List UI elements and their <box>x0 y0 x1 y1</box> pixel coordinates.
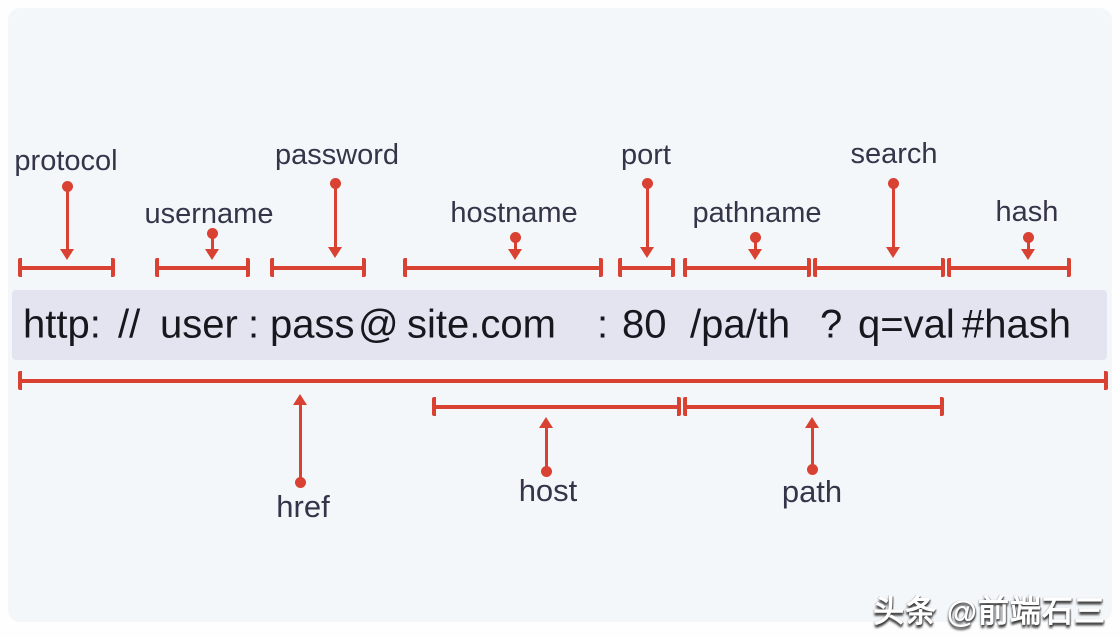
hash-bracket <box>947 258 1071 277</box>
url-question-separator: ? <box>820 302 843 347</box>
search-label: search <box>850 138 938 170</box>
url-hostname-segment: site.com <box>407 302 556 347</box>
url-bar: http: // user : pass @ site.com : 80 /pa… <box>12 290 1107 360</box>
hash-arrow-icon <box>1021 232 1035 260</box>
url-at-separator: @ <box>358 302 399 347</box>
username-arrow-icon <box>205 228 219 260</box>
path-label: path <box>781 474 843 509</box>
search-arrow-icon <box>886 178 900 258</box>
username-bracket <box>155 258 250 277</box>
watermark: 头条 @前端石三 <box>873 594 1106 629</box>
password-label: password <box>274 139 400 171</box>
url-password-segment: pass <box>270 302 355 347</box>
path-bracket <box>683 397 944 416</box>
pathname-label: pathname <box>692 197 822 229</box>
url-hash-segment: #hash <box>962 302 1071 347</box>
host-label: host <box>518 473 578 508</box>
port-bracket <box>618 258 675 277</box>
url-username-segment: user <box>160 302 238 347</box>
href-arrow-icon <box>293 394 307 488</box>
href-bracket <box>18 371 1108 390</box>
host-arrow-icon <box>539 417 553 477</box>
hostname-arrow-icon <box>508 232 522 260</box>
password-bracket <box>270 258 366 277</box>
host-bracket <box>432 397 681 416</box>
url-slashes-segment: // <box>118 302 141 347</box>
url-port-segment: 80 <box>622 302 667 347</box>
url-colon-separator-2: : <box>597 302 609 347</box>
password-arrow-icon <box>328 178 342 258</box>
url-colon-separator-1: : <box>248 302 260 347</box>
path-arrow-icon <box>805 417 819 475</box>
protocol-bracket <box>18 258 115 277</box>
hash-label: hash <box>995 196 1059 228</box>
hostname-label: hostname <box>450 197 578 229</box>
pathname-arrow-icon <box>748 232 762 260</box>
url-protocol-segment: http: <box>23 302 101 347</box>
url-pathname-segment: /pa/th <box>690 302 791 347</box>
port-arrow-icon <box>640 178 654 258</box>
port-label: port <box>621 139 671 171</box>
protocol-label: protocol <box>14 145 118 177</box>
search-bracket <box>813 258 945 277</box>
protocol-arrow-icon <box>60 181 74 260</box>
url-query-segment: q=val <box>858 302 955 347</box>
href-label: href <box>276 489 330 524</box>
hostname-bracket <box>403 258 603 277</box>
pathname-bracket <box>683 258 811 277</box>
username-label: username <box>144 198 274 230</box>
